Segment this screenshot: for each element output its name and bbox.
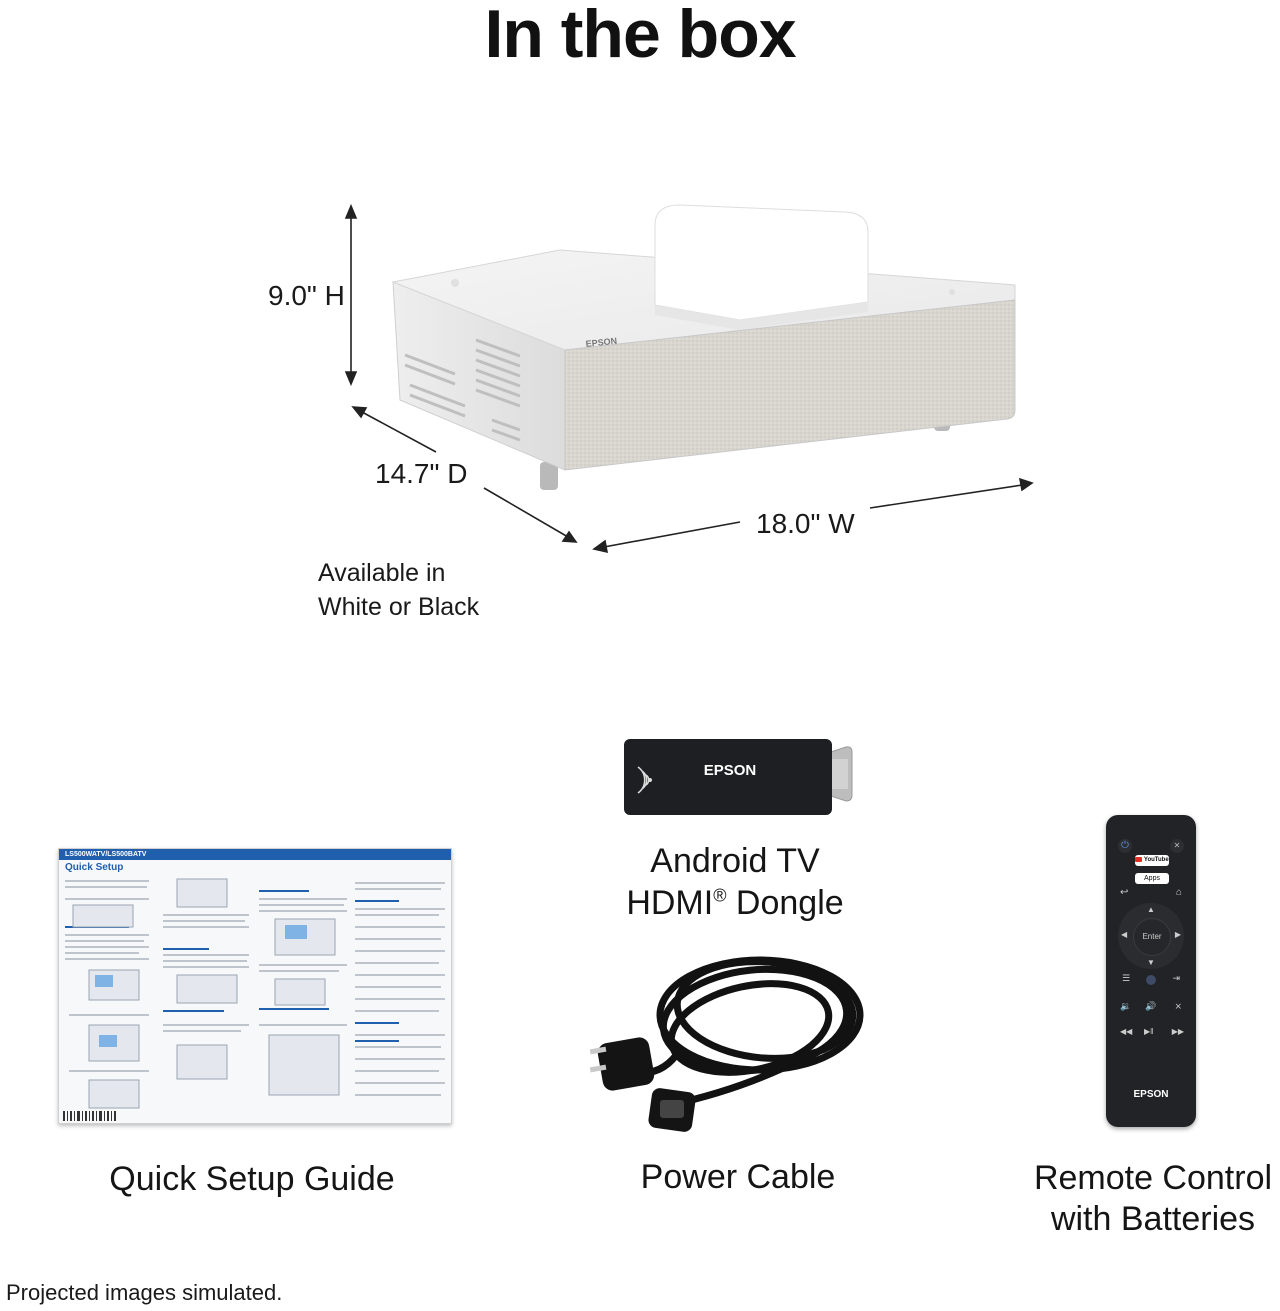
remote-control-image: ⏻ ✕ YouTube Apps ↩ ⌂ ▲ ▼ ◀ ▶ Enter ☰ ⇥ 🔉… — [1106, 815, 1196, 1127]
enter-button: Enter — [1133, 918, 1171, 956]
dongle-caption-line-2: HDMI® Dongle — [560, 882, 910, 924]
assistant-icon — [1146, 975, 1156, 985]
page-title: In the box — [484, 0, 796, 72]
dongle-logo: EPSON — [704, 762, 757, 779]
projector-vents — [404, 338, 521, 442]
sensor — [451, 279, 459, 287]
youtube-play-icon — [1135, 856, 1143, 862]
mute-icon: ⨯ — [1174, 1001, 1182, 1011]
fast-forward-icon: ▶▶ — [1171, 1027, 1184, 1036]
dimension-arrows — [344, 203, 1034, 554]
footnote: Projected images simulated. — [6, 1280, 283, 1305]
availability-line-1: Available in — [318, 559, 446, 587]
hdmi-dongle-image: EPSON — [624, 739, 853, 815]
youtube-button: YouTube — [1135, 855, 1169, 866]
width-dimension-label: 18.0" W — [756, 508, 855, 539]
availability-note: Available in White or Black — [318, 556, 479, 624]
guide-heading: Quick Setup — [65, 862, 124, 873]
speaker-grille — [564, 299, 1016, 471]
quick-setup-guide-caption: Quick Setup Guide — [109, 1160, 395, 1198]
volume-down-icon: 🔉 — [1120, 1001, 1132, 1011]
sensor — [949, 289, 955, 295]
dongle-caption-hdmi: HDMI — [626, 884, 714, 922]
power-icon: ⏻ — [1118, 839, 1132, 853]
dongle-caption-line-1: Android TV — [650, 842, 820, 880]
dpad-up-icon: ▲ — [1147, 905, 1155, 914]
rewind-icon: ◀◀ — [1120, 1027, 1133, 1036]
projector-foot — [540, 462, 558, 490]
depth-dimension-label: 14.7" D — [375, 458, 468, 489]
power-cable-caption: Power Cable — [640, 1158, 836, 1196]
volume-up-icon: 🔊 — [1145, 1001, 1157, 1011]
dpad: ▲ ▼ ◀ ▶ Enter — [1118, 903, 1184, 969]
dpad-right-icon: ▶ — [1174, 930, 1181, 939]
remote-caption: Remote Control with Batteries — [1010, 1158, 1280, 1240]
projector-illustration: EPSON — [344, 203, 1034, 554]
dpad-down-icon: ▼ — [1147, 958, 1155, 967]
menu-icon: ☰ — [1122, 973, 1131, 983]
dongle-caption: Android TV HDMI® Dongle — [560, 840, 910, 924]
remote-caption-line-2: with Batteries — [1050, 1200, 1256, 1238]
input-icon: ⇥ — [1172, 973, 1180, 983]
guide-header-bar: LS500WATV/LS500BATV — [59, 849, 451, 860]
guide-content — [63, 878, 445, 1121]
availability-line-2: White or Black — [318, 593, 480, 621]
dpad-left-icon: ◀ — [1121, 930, 1128, 939]
mic-off-icon: ✕ — [1170, 839, 1184, 853]
apps-button: Apps — [1135, 873, 1169, 884]
lens-housing-shade — [655, 302, 868, 330]
quick-setup-guide-image: LS500WATV/LS500BATV Quick Setup — [58, 848, 452, 1124]
home-icon: ⌂ — [1175, 887, 1182, 898]
dongle-caption-dongle: Dongle — [726, 884, 844, 922]
back-icon: ↩ — [1120, 887, 1129, 898]
play-pause-icon: ▶‖ — [1144, 1027, 1154, 1036]
power-cable-image — [590, 956, 864, 1132]
projector-logo: EPSON — [585, 336, 617, 349]
lens-housing — [654, 204, 869, 321]
registered-mark: ® — [713, 885, 727, 906]
remote-logo: EPSON — [1133, 1089, 1169, 1100]
remote-caption-line-1: Remote Control — [1033, 1159, 1273, 1197]
youtube-label: YouTube — [1143, 857, 1169, 863]
height-dimension-label: 9.0" H — [268, 280, 345, 311]
